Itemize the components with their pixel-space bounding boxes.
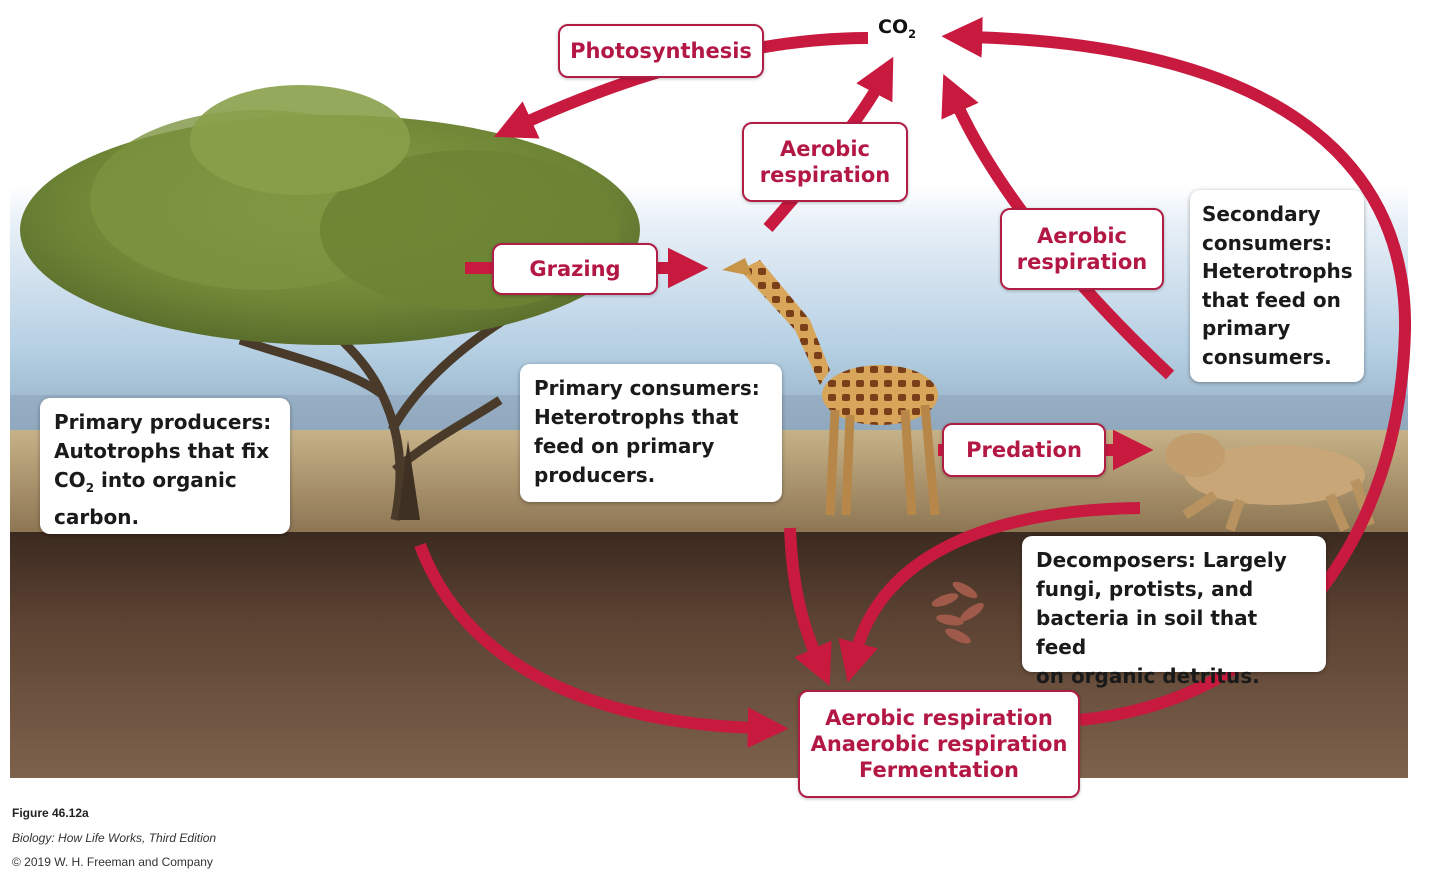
arrow-tree-to-soil	[414, 542, 789, 749]
secondary-consumers-box: Secondary consumers: Heterotrophs that f…	[1190, 190, 1364, 382]
photosynthesis-label: Photosynthesis	[558, 24, 764, 78]
grazing-label: Grazing	[492, 243, 658, 295]
predation-label: Predation	[942, 423, 1106, 477]
arrow-giraffe-to-soil	[784, 527, 832, 687]
primary-consumers-box: Primary consumers: Heterotrophs that fee…	[520, 364, 782, 502]
primary-producers-box: Primary producers: Autotrophs that fix C…	[40, 398, 290, 534]
decomposers-box: Decomposers: Largely fungi, protists, an…	[1022, 536, 1326, 688]
lion	[1165, 433, 1375, 532]
book-credit: Biology: How Life Works, Third Edition	[12, 831, 217, 845]
copyright: © 2019 W. H. Freeman and Company	[12, 855, 213, 869]
acacia-tree	[20, 85, 640, 521]
co2-label: CO2	[878, 16, 917, 41]
giraffe	[722, 258, 940, 516]
detritus	[931, 581, 984, 644]
soil-processes-label: Aerobic respiration Anaerobic respiratio…	[798, 690, 1080, 798]
figure-number: Figure 46.12a	[12, 806, 89, 820]
arrow-lion-to-soil	[838, 502, 1141, 683]
